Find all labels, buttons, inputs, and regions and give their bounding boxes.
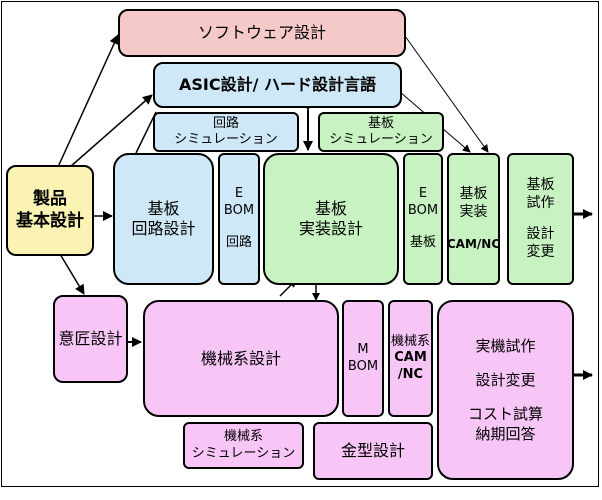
board-simulation-line2: シミュレーション bbox=[329, 132, 433, 147]
asic-design-box: ASIC設計/ ハード設計言語 bbox=[153, 62, 402, 108]
arrow-basic-to-intent bbox=[59, 253, 85, 295]
ebom-circuit-line1: E bbox=[234, 185, 244, 201]
board-mounting-line1: 基板 bbox=[314, 199, 347, 218]
board-circuit-design-box: 基板 回路設計 bbox=[113, 153, 214, 285]
mech-sim-line2: シミュレーション bbox=[191, 445, 296, 461]
final-line1: 実機試作 bbox=[475, 336, 536, 355]
board-circuit-line1: 基板 bbox=[147, 199, 180, 218]
mbom-box: M BOM bbox=[342, 300, 384, 417]
board-impl-line4: CAM/NC bbox=[446, 237, 501, 251]
board-mounting-line2: 実装設計 bbox=[298, 219, 363, 238]
ebom-board-line4: 基板 bbox=[409, 235, 436, 251]
board-implementation-box: 基板 実装 CAM/NC bbox=[447, 153, 500, 285]
mech-sim-line1: 機械系 bbox=[223, 429, 263, 445]
circuit-simulation-line1: 回路 bbox=[212, 116, 239, 132]
board-mounting-design-box: 基板 実装設計 bbox=[263, 153, 399, 285]
ebom-board-line1: E bbox=[418, 185, 428, 201]
mechanical-simulation-box: 機械系 シミュレーション bbox=[183, 422, 304, 469]
mech-cam-line3: /NC bbox=[397, 366, 424, 382]
software-design-label: ソフトウェア設計 bbox=[197, 23, 326, 42]
final-line6: 納期回答 bbox=[475, 425, 536, 444]
product-basic-line1: 製品 bbox=[33, 189, 67, 210]
board-simulation-line1: 基板 bbox=[367, 116, 394, 132]
product-basic-line2: 基本設計 bbox=[16, 210, 84, 231]
arrow-basic-to-software bbox=[57, 34, 119, 168]
board-circuit-line2: 回路設計 bbox=[131, 219, 196, 238]
board-prototype-box: 基板 試作 設計 変更 bbox=[507, 153, 574, 285]
mech-cam-line1: 機械系 bbox=[390, 334, 430, 350]
board-impl-line1: 基板 bbox=[459, 186, 488, 202]
final-prototype-box: 実機試作 設計変更 コスト試算 納期回答 bbox=[437, 300, 574, 480]
ebom-board-box: E BOM 基板 bbox=[403, 153, 443, 285]
board-proto-line4: 設計 bbox=[526, 226, 555, 242]
software-design-box: ソフトウェア設計 bbox=[118, 9, 406, 57]
diagram-frame bbox=[1, 1, 599, 487]
asic-design-label: ASIC設計/ ハード設計言語 bbox=[178, 75, 377, 94]
mold-design-label: 金型設計 bbox=[340, 441, 405, 460]
ebom-board-line2: BOM bbox=[407, 202, 439, 218]
circuit-simulation-line2: シミュレーション bbox=[174, 132, 278, 147]
design-intent-box: 意匠設計 bbox=[53, 295, 128, 383]
board-impl-line2: 実装 bbox=[459, 203, 488, 220]
ebom-circuit-line4: 回路 bbox=[225, 235, 252, 251]
board-proto-line1: 基板 bbox=[526, 177, 555, 193]
mbom-line2: BOM bbox=[347, 358, 379, 374]
line-circuit-to-sim bbox=[135, 111, 157, 154]
board-simulation-box: 基板 シミュレーション bbox=[318, 112, 444, 152]
arrow-basic-to-asic bbox=[69, 94, 153, 168]
design-intent-label: 意匠設計 bbox=[58, 329, 123, 348]
final-line3: 設計変更 bbox=[475, 370, 536, 389]
board-proto-line5: 変更 bbox=[526, 243, 555, 260]
ebom-circuit-box: E BOM 回路 bbox=[218, 153, 260, 285]
mechanical-design-box: 機械系設計 bbox=[143, 300, 339, 417]
mold-design-box: 金型設計 bbox=[313, 422, 433, 480]
final-line5: コスト試算 bbox=[467, 405, 543, 423]
mechanical-design-label: 機械系設計 bbox=[200, 348, 281, 368]
mechanical-cam-box: 機械系 CAM /NC bbox=[388, 300, 433, 417]
circuit-simulation-box: 回路 シミュレーション bbox=[153, 112, 299, 152]
arrow-software-to-impl bbox=[404, 35, 489, 153]
product-basic-design-box: 製品 基本設計 bbox=[6, 165, 94, 256]
ebom-circuit-line2: BOM bbox=[223, 202, 255, 218]
board-proto-line2: 試作 bbox=[526, 194, 555, 211]
mbom-line1: M bbox=[357, 342, 369, 358]
mech-cam-line2: CAM bbox=[394, 350, 427, 366]
